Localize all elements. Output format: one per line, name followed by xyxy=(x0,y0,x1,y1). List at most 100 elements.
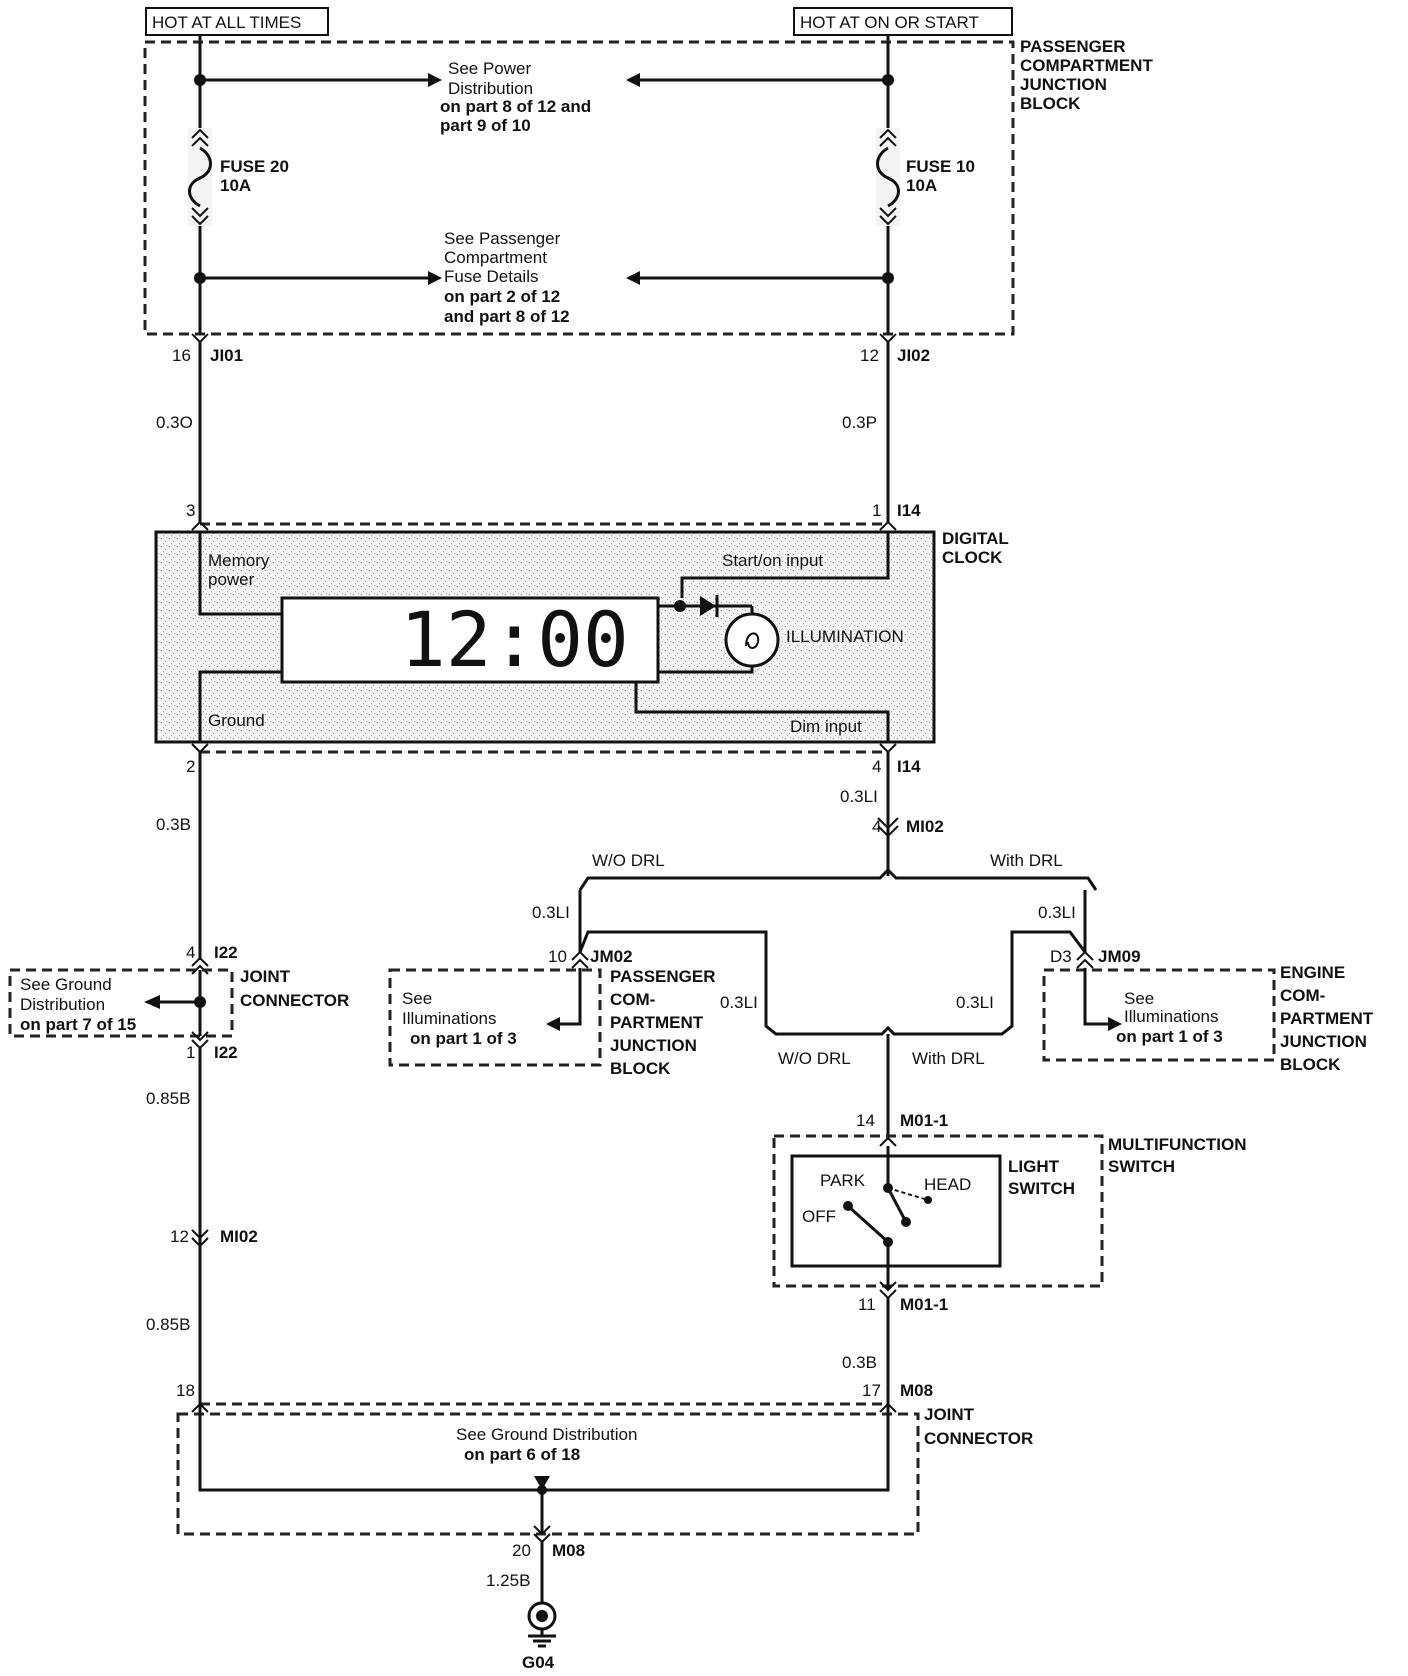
wire-wo-0-3li: 0.3LI xyxy=(532,903,570,922)
joint-connector-a: 4 I22 See Ground Distribution on part 7 … xyxy=(8,943,349,1062)
joint-a-name-2: CONNECTOR xyxy=(240,991,349,1010)
i22-pin-1: 1 xyxy=(186,1043,195,1062)
fuse-20-label: FUSE 20 xyxy=(220,157,289,176)
joint-a-ref-3: on part 7 of 15 xyxy=(20,1015,136,1034)
pcjb-name-4: BLOCK xyxy=(1020,94,1081,113)
power-ref-4: part 9 of 10 xyxy=(440,116,531,135)
ecjb-illum-name-4: JUNCTION xyxy=(1280,1032,1367,1051)
pcjb-illum-name-3: PARTMENT xyxy=(610,1013,704,1032)
power-ref-2: Distribution xyxy=(448,79,533,98)
wire-0-3b: 0.3B xyxy=(156,815,191,834)
header-hot-all-times-text: HOT AT ALL TIMES xyxy=(152,13,301,32)
pcjb-illum-name-4: JUNCTION xyxy=(610,1036,697,1055)
pcjb-name-2: COMPARTMENT xyxy=(1020,56,1153,75)
wire-mid-0-3li-right: 0.3LI xyxy=(956,993,994,1012)
wire-0-3o: 0.3O xyxy=(156,413,193,432)
multifunction-name-2: SWITCH xyxy=(1108,1157,1175,1176)
wire-mid-0-3li-left: 0.3LI xyxy=(720,993,758,1012)
label-wo-drl-mid: W/O DRL xyxy=(778,1049,851,1068)
diode-icon xyxy=(700,596,716,616)
ecjb-ref-3: on part 1 of 3 xyxy=(1116,1027,1223,1046)
clock-memory-power-2: power xyxy=(208,570,255,589)
fuse-ref-3: Fuse Details xyxy=(444,267,538,286)
joint-connector-b: 18 17 M08 See Ground Distribution on par… xyxy=(176,1381,1033,1560)
clock-pin-3: 3 xyxy=(186,501,195,520)
ecjb-illum-name-5: BLOCK xyxy=(1280,1055,1341,1074)
clock-name-1: DIGITAL xyxy=(942,529,1009,548)
label-with-drl-top: With DRL xyxy=(990,851,1063,870)
clock-display-digits: 12:00 xyxy=(400,595,629,684)
conn-i22-b: I22 xyxy=(214,1043,238,1062)
pin-16: 16 xyxy=(172,346,191,365)
conn-mi02-top: MI02 xyxy=(906,817,944,836)
clock-conn-bottom: I14 xyxy=(897,757,921,776)
m01-pin-14: 14 xyxy=(856,1111,875,1130)
joint-b-ref-1: See Ground Distribution xyxy=(456,1425,637,1444)
fuse-10-rating: 10A xyxy=(906,176,937,195)
conn-jm09: JM09 xyxy=(1098,947,1141,966)
pcjb-illum-name-5: BLOCK xyxy=(610,1059,671,1078)
pcjb-name-1: PASSENGER xyxy=(1020,37,1126,56)
switch-park: PARK xyxy=(820,1171,866,1190)
multifunction-name-1: MULTIFUNCTION xyxy=(1108,1135,1247,1154)
i22-pin-4: 4 xyxy=(186,943,195,962)
conn-jm02: JM02 xyxy=(590,947,633,966)
clock-dim-input: Dim input xyxy=(790,717,862,736)
mi02-pin-4: 4 xyxy=(872,817,881,836)
clock-display xyxy=(280,596,660,684)
clock-ground: Ground xyxy=(208,711,265,730)
light-switch-name-1: LIGHT xyxy=(1008,1157,1060,1176)
joint-b-ref-2: on part 6 of 18 xyxy=(464,1445,580,1464)
clock-start-input: Start/on input xyxy=(722,551,823,570)
clock-conn-top: I14 xyxy=(897,501,921,520)
m08-pin-20: 20 xyxy=(512,1541,531,1560)
fuse-ref-4: on part 2 of 12 xyxy=(444,287,560,306)
joint-b-name-1: JOINT xyxy=(924,1405,975,1424)
power-ref-1: See Power xyxy=(448,59,531,78)
joint-a-ref-2: Distribution xyxy=(20,995,105,1014)
power-ref-3: on part 8 of 12 and xyxy=(440,97,591,116)
clock-pin-1: 1 xyxy=(872,501,881,520)
fuse-20-rating: 10A xyxy=(220,176,251,195)
conn-m08-b: M08 xyxy=(552,1541,585,1560)
multifunction-switch: 14 M01-1 LIGHT SWITCH MULTIFUNCTION SWIT… xyxy=(772,1111,1247,1314)
wire-0-85b-a: 0.85B xyxy=(146,1089,190,1108)
ground-g04-label: G04 xyxy=(522,1653,555,1672)
passenger-compartment-junction-block: PASSENGER COMPARTMENT JUNCTION BLOCK FUS… xyxy=(143,37,1153,336)
wire-0-3li-top: 0.3LI xyxy=(840,787,878,806)
pcjb-ref-1: See xyxy=(402,989,432,1008)
mi02-pin-12: 12 xyxy=(170,1227,189,1246)
switch-head: HEAD xyxy=(924,1175,971,1194)
fuse-10-label: FUSE 10 xyxy=(906,157,975,176)
fuse-20: FUSE 20 10A xyxy=(188,128,289,226)
pin-12: 12 xyxy=(860,346,879,365)
fuse-ref-5: and part 8 of 12 xyxy=(444,307,570,326)
ecjb-ref-2: Illuminations xyxy=(1124,1007,1219,1026)
header-hot-on-start-text: HOT AT ON OR START xyxy=(800,13,979,32)
clock-illumination: ILLUMINATION xyxy=(786,627,904,646)
m08-pin-17: 17 xyxy=(862,1381,881,1400)
conn-ji01: JI01 xyxy=(210,346,243,365)
clock-memory-power-1: Memory xyxy=(208,551,270,570)
jm02-pin: 10 xyxy=(548,947,567,966)
m01-pin-11: 11 xyxy=(858,1295,876,1314)
ecjb-illumination-block: D3 JM09 See Illuminations on part 1 of 3… xyxy=(1042,947,1374,1074)
fuse-ref-2: Compartment xyxy=(444,248,547,267)
ecjb-illum-name-1: ENGINE xyxy=(1280,963,1345,982)
m08-pin-18: 18 xyxy=(176,1381,195,1400)
jm09-pin: D3 xyxy=(1050,947,1072,966)
conn-m01-a: M01-1 xyxy=(900,1111,948,1130)
conn-m08: M08 xyxy=(900,1381,933,1400)
pcjb-name-3: JUNCTION xyxy=(1020,75,1107,94)
conn-ji02: JI02 xyxy=(897,346,930,365)
joint-a-ref-1: See Ground xyxy=(20,975,112,994)
header-hot-all-times: HOT AT ALL TIMES xyxy=(145,7,329,36)
joint-b-name-2: CONNECTOR xyxy=(924,1429,1033,1448)
joint-a-name-1: JOINT xyxy=(240,967,291,986)
conn-mi02-bottom: MI02 xyxy=(220,1227,258,1246)
clock-pin-2: 2 xyxy=(186,757,195,776)
fuse-10: FUSE 10 10A xyxy=(876,128,975,226)
light-switch xyxy=(790,1154,1002,1268)
digital-clock: 3 1 I14 DIGITAL CLOCK Memory power Start… xyxy=(154,501,1009,776)
